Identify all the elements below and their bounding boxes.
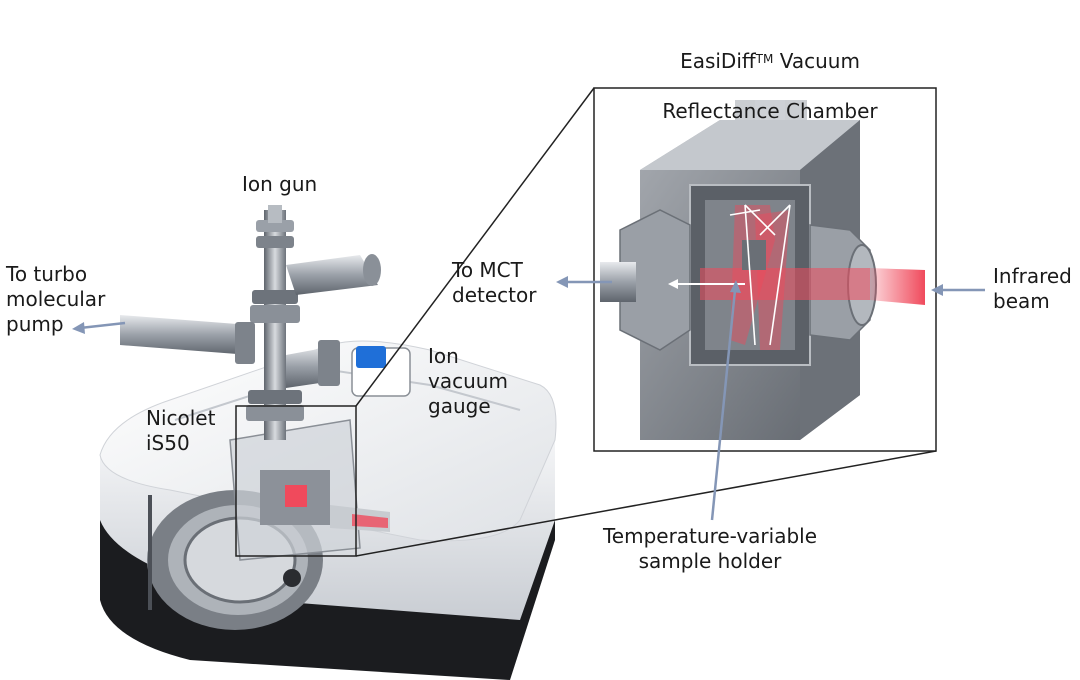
label-mct-detector: To MCT detector xyxy=(452,258,537,307)
chamber-housing xyxy=(229,419,361,561)
label-ion-gun: Ion gun xyxy=(242,172,318,196)
chamber-title: EasiDiffTM Vacuum Reflectance Chamber xyxy=(620,24,920,124)
chamber-title-line2: Reflectance Chamber xyxy=(662,99,878,123)
label-turbo-pump: To turbo molecular pump xyxy=(6,262,106,336)
label-sample-holder: Temperature-variable sample holder xyxy=(602,524,818,573)
label-nicolet-is50: Nicolet iS50 xyxy=(146,406,216,455)
label-ion-vacuum-gauge: Ion vacuum gauge xyxy=(428,344,508,418)
trademark-mark: TM xyxy=(755,52,774,66)
zoom-inset xyxy=(593,87,937,452)
label-infrared-beam: Infrared beam xyxy=(993,264,1072,313)
zoom-source-box xyxy=(235,405,357,557)
zoom-lines xyxy=(355,87,937,557)
turbo-pipe xyxy=(120,315,255,364)
chamber-title-easidiff: EasiDiff xyxy=(680,49,756,73)
chamber-title-vacuum: Vacuum xyxy=(773,49,860,73)
beam-port xyxy=(330,505,390,532)
vacuum-column xyxy=(246,205,381,440)
callout-arrows xyxy=(72,276,985,521)
